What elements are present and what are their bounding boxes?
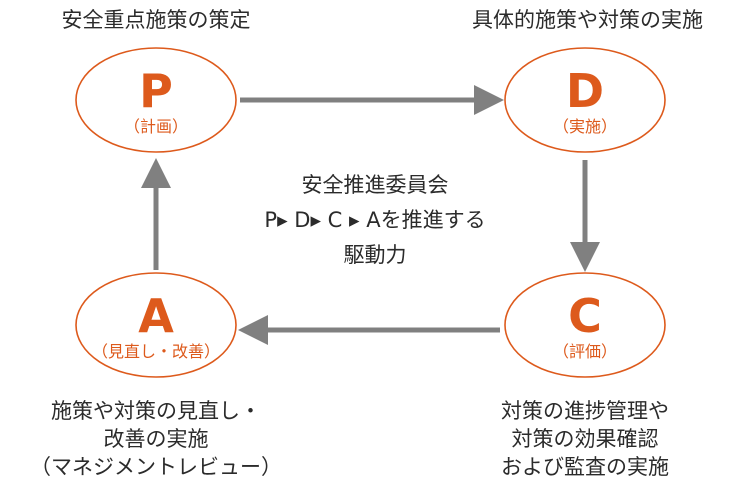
do-letter: D (565, 64, 605, 118)
act-letter: A (138, 289, 174, 343)
act-node: A （見直し・改善） (76, 291, 236, 363)
check-caption-line: 対策の効果確認 (511, 427, 659, 451)
check-caption-line: および監査の実施 (501, 455, 669, 479)
act-caption-line: （マネジメントレビュー） (30, 455, 282, 479)
act-caption-line: 施策や対策の見直し・ (51, 399, 261, 423)
check-node: C （評価） (505, 291, 665, 363)
center-line: 安全推進委員会 (301, 173, 449, 197)
act-label: （見直し・改善） (91, 342, 220, 361)
plan-label: （計画） (123, 117, 188, 136)
do-caption: 具体的施策や対策の実施 (472, 8, 703, 32)
act-ellipse (75, 272, 237, 378)
check-ellipse (504, 272, 666, 378)
check-caption: 対策の進捗管理や 対策の効果確認 および監査の実施 (445, 397, 725, 481)
act-caption-line: 改善の実施 (103, 427, 209, 451)
do-ellipse (504, 47, 666, 153)
do-label: （実施） (552, 117, 617, 136)
plan-letter: P (139, 64, 173, 118)
act-caption: 施策や対策の見直し・ 改善の実施 （マネジメントレビュー） (6, 397, 306, 481)
center-line: P▸ D▸ C ▸ Aを推進する (264, 208, 486, 232)
center-line: 駆動力 (343, 243, 407, 267)
do-node: D （実施） (505, 66, 665, 138)
center-text: 安全推進委員会 P▸ D▸ C ▸ Aを推進する 駆動力 (210, 168, 540, 273)
check-label: （評価） (552, 342, 617, 361)
check-letter: C (568, 289, 602, 343)
plan-node: P （計画） (76, 66, 236, 138)
plan-caption: 安全重点施策の策定 (61, 8, 251, 32)
check-caption-line: 対策の進捗管理や (501, 399, 669, 423)
plan-ellipse (75, 47, 237, 153)
